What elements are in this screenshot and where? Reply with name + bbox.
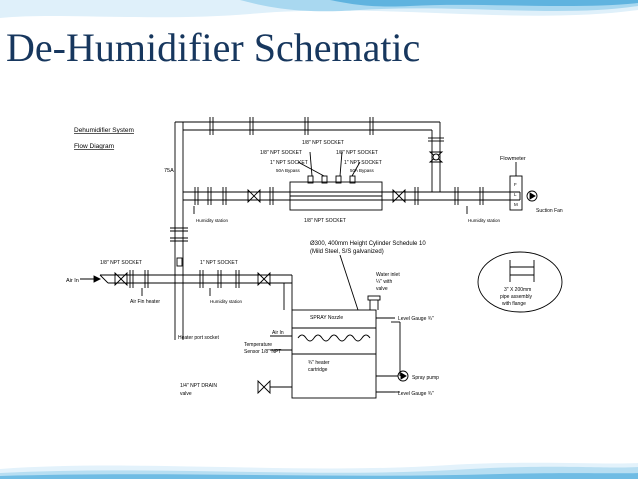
heater-cartridge-label: cartridge (308, 367, 328, 373)
socket-label: 1/8" NPT SOCKET (336, 150, 378, 156)
bottom-wave-decoration (0, 462, 638, 479)
water-inlet-label: Water inlet (376, 272, 400, 278)
top-wave-decoration (0, 0, 638, 18)
socket-label: 1/8" NPT SOCKET (304, 218, 346, 224)
flowmeter-letter: M (514, 202, 518, 207)
spray-pump-label: Spray pump (412, 375, 439, 381)
temperature-sensor-label: Sensor 1/8" NPT (244, 349, 281, 355)
suction-fan-label: Suction Fan (536, 208, 563, 214)
air-in-label: Air In (66, 278, 79, 284)
cylinder-material-label: (Mild Steel, S/S galvanized) (310, 249, 384, 255)
bypass-label: 50A Bypass (276, 168, 301, 173)
humidity-station-label: Humidity station (210, 299, 243, 304)
bypass-label: 50A Bypass (350, 168, 375, 173)
tank-air-in-label: Air In (272, 330, 284, 336)
humidity-station-label: Humidity station (468, 218, 501, 223)
pipe-assembly-label: 3" X 200mm (504, 287, 531, 293)
slide-title: De-Humidifier Schematic (6, 25, 421, 70)
temperature-sensor-label: Temperature (244, 342, 272, 348)
level-gauge-label: Level Gauge ¾" (398, 391, 434, 397)
heater-cartridge-label: ¾" heater (308, 360, 330, 366)
spray-nozzle-label: SPRAY Nozzle (310, 315, 343, 321)
socket-label: 1/8" NPT SOCKET (260, 150, 302, 156)
air-fin-heater-label: Air Fin heater (130, 299, 160, 305)
flowmeter-letter: F (514, 182, 517, 187)
diagram-heading: Dehumidifier System (74, 127, 134, 134)
drain-valve-label: valve (180, 391, 192, 397)
socket-label: 1/8" NPT SOCKET (302, 140, 344, 146)
humidity-station-label: Humidity station (196, 218, 229, 223)
socket-label: 1/8" NPT SOCKET (100, 260, 142, 266)
socket-label: 1" NPT SOCKET (344, 160, 382, 166)
level-gauge-label: Level Gauge ¾" (398, 316, 434, 322)
water-inlet-label: valve (376, 286, 388, 292)
water-inlet-label: ¼" with (376, 279, 392, 285)
pipe-assembly-label: pipe assembly (500, 294, 532, 300)
flowmeter-letter: L (514, 192, 517, 197)
cylinder-spec-label: Ø300, 400mm Height Cylinder Schedule 10 (310, 241, 426, 247)
socket-label: 1" NPT SOCKET (200, 260, 238, 266)
heater-port-label: Heater port socket (178, 335, 219, 341)
socket-label: 1" NPT SOCKET (270, 160, 308, 166)
diagram-subheading: Flow Diagram (74, 143, 114, 150)
pipe-assembly-label: with flange (502, 301, 526, 307)
flowmeter-label: Flowmeter (500, 156, 526, 162)
pipe-size-label: 75A (164, 168, 174, 174)
schematic-diagram: Dehumidifier System Flow Diagram 75A 1/8… (66, 117, 563, 399)
drain-valve-label: 1/4" NPT DRAIN (180, 383, 217, 389)
